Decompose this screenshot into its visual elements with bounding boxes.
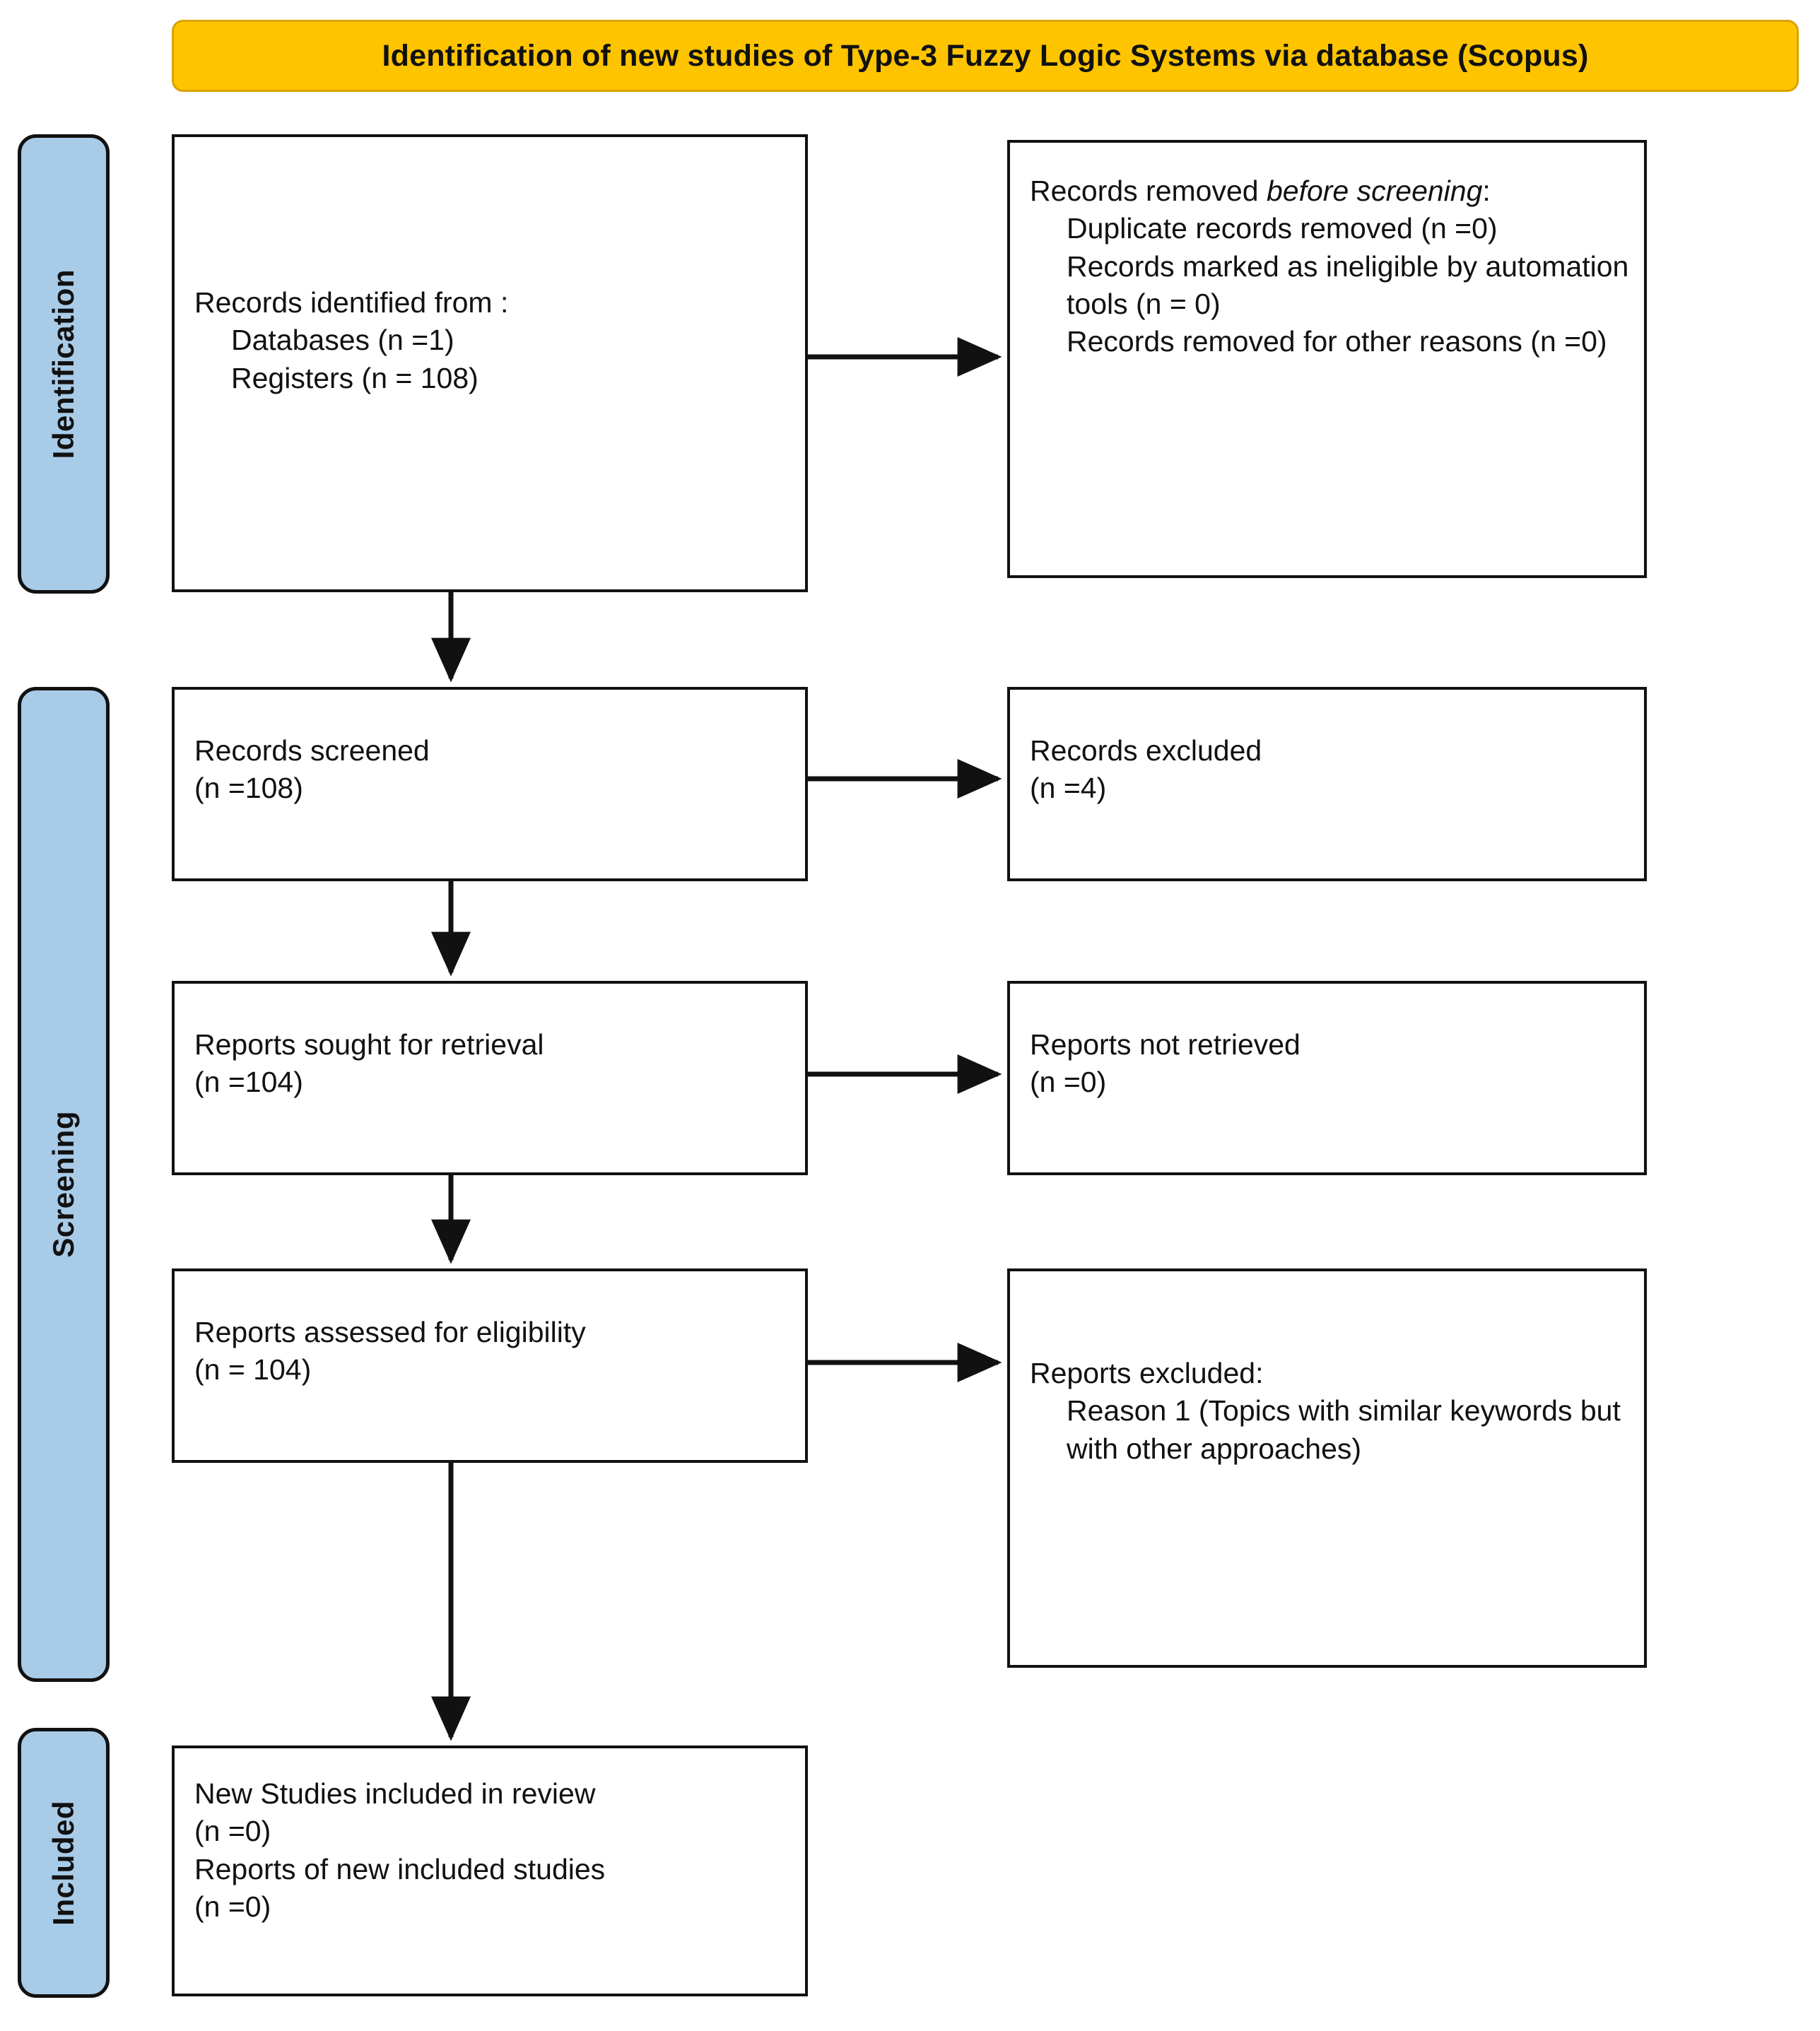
records-removed-heading-plain: Records removed <box>1030 175 1267 207</box>
records-identified-line-1: Records identified from : <box>194 286 509 319</box>
box-reports-excluded: Reports excluded: Reason 1 (Topics with … <box>1007 1268 1647 1668</box>
reports-not-retrieved-line-2: (n =0) <box>1030 1066 1107 1099</box>
included-line-2: (n =0) <box>194 1815 271 1848</box>
records-removed-heading: Records removed before screening: <box>1030 172 1631 210</box>
reports-excluded-heading: Reports excluded: <box>1030 1357 1264 1389</box>
records-identified-line-2: Databases (n =1) <box>231 324 454 357</box>
included-line-3: Reports of new included studies <box>194 1852 606 1885</box>
records-identified-line-3: Registers (n = 108) <box>231 361 479 394</box>
included-line-1: New Studies included in review <box>194 1777 596 1810</box>
records-removed-heading-italic: before screening <box>1266 175 1483 207</box>
reports-assessed-line-1: Reports assessed for eligibility <box>194 1316 586 1348</box>
stage-label-identification: Identification <box>18 134 110 594</box>
reports-excluded-reason-1: Reason 1 (Topics with similar keywords b… <box>1067 1394 1621 1465</box>
records-removed-line-2: Records marked as ineligible by automati… <box>1067 249 1629 320</box>
included-line-4: (n =0) <box>194 1890 271 1923</box>
records-removed-heading-tail: : <box>1482 175 1491 207</box>
stage-included-text: Included <box>47 1800 80 1926</box>
records-screened-line-2: (n =108) <box>194 772 303 805</box>
records-screened-line-1: Records screened <box>194 734 430 767</box>
box-records-excluded: Records excluded (n =4) <box>1007 687 1647 881</box>
stage-label-included: Included <box>18 1728 110 1998</box>
reports-sought-line-2: (n =104) <box>194 1066 303 1099</box>
box-new-studies-included: New Studies included in review (n =0) Re… <box>172 1746 808 1996</box>
stage-label-screening: Screening <box>18 687 110 1682</box>
records-excluded-line-2: (n =4) <box>1030 772 1107 805</box>
box-records-screened: Records screened (n =108) <box>172 687 808 881</box>
box-reports-assessed: Reports assessed for eligibility (n = 10… <box>172 1268 808 1463</box>
records-removed-line-1: Duplicate records removed (n =0) <box>1067 212 1498 245</box>
stage-identification-text: Identification <box>47 269 80 459</box>
reports-assessed-line-2: (n = 104) <box>194 1353 312 1387</box>
page-title: Identification of new studies of Type-3 … <box>382 38 1589 73</box>
reports-not-retrieved-line-1: Reports not retrieved <box>1030 1028 1301 1061</box>
box-reports-not-retrieved: Reports not retrieved (n =0) <box>1007 981 1647 1175</box>
diagram-title-banner: Identification of new studies of Type-3 … <box>172 20 1799 92</box>
box-records-identified: Records identified from : Databases (n =… <box>172 134 808 592</box>
box-reports-sought: Reports sought for retrieval (n =104) <box>172 981 808 1175</box>
box-records-removed-before-screening: Records removed before screening: Duplic… <box>1007 140 1647 578</box>
records-excluded-line-1: Records excluded <box>1030 734 1262 767</box>
records-removed-line-3: Records removed for other reasons (n =0) <box>1067 325 1607 358</box>
reports-sought-line-1: Reports sought for retrieval <box>194 1028 544 1061</box>
stage-screening-text: Screening <box>47 1111 80 1258</box>
